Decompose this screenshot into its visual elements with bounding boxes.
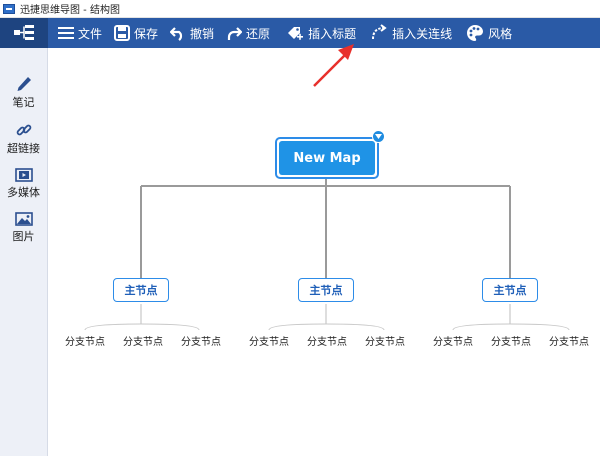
app-icon	[3, 3, 15, 14]
structure-menu-button[interactable]	[0, 18, 48, 48]
sidebar-item-label: 笔记	[12, 96, 35, 109]
save-icon	[114, 25, 131, 41]
main-topic-node[interactable]: 主节点	[113, 278, 169, 302]
insert-topic-button[interactable]: 插入标题	[280, 18, 362, 48]
subtopic-node[interactable]: 分支节点	[365, 337, 405, 348]
style-label: 风格	[488, 26, 513, 41]
sidebar-item-label: 多媒体	[7, 186, 40, 199]
left-sidebar: 笔记 超链接 多媒体 图片	[0, 48, 48, 456]
redo-icon	[227, 27, 243, 40]
redo-label: 还原	[246, 26, 271, 41]
sidebar-item-media[interactable]: 多媒体	[0, 168, 47, 200]
image-icon	[14, 212, 33, 226]
subtopic-node[interactable]: 分支节点	[123, 337, 163, 348]
link-icon	[16, 124, 31, 136]
root-topic-node[interactable]: New Map	[275, 137, 379, 179]
file-label: 文件	[78, 26, 103, 41]
insert-relation-label: 插入关连线	[392, 26, 453, 41]
sidebar-item-label: 超链接	[7, 142, 40, 155]
subtopic-node[interactable]: 分支节点	[181, 337, 221, 348]
sidebar-item-image[interactable]: 图片	[0, 212, 47, 244]
sidebar-item-notes[interactable]: 笔记	[0, 76, 47, 110]
file-menu-button[interactable]: 文件	[52, 18, 108, 48]
window-title: 迅捷思维导图 - 结构图	[20, 5, 120, 16]
tag-plus-icon	[288, 27, 304, 40]
mindmap-canvas[interactable]: New Map 主节点 主节点 主节点 分支节点 分支节点 分支节点 分支节点 …	[49, 48, 600, 456]
toolbar: 文件 保存 撤销 还原 插入标题	[0, 18, 600, 48]
undo-button[interactable]: 撤销	[164, 18, 220, 48]
subtopic-node[interactable]: 分支节点	[307, 337, 347, 348]
title-bar: 迅捷思维导图 - 结构图	[0, 0, 600, 18]
main-topic-node[interactable]: 主节点	[482, 278, 538, 302]
mindmap-structure-icon	[14, 25, 34, 40]
main-topic-node[interactable]: 主节点	[298, 278, 354, 302]
collapse-toggle-icon[interactable]	[372, 130, 385, 143]
redo-button[interactable]: 还原	[220, 18, 276, 48]
subtopic-node[interactable]: 分支节点	[491, 337, 531, 348]
sidebar-item-hyperlink[interactable]: 超链接	[0, 122, 47, 156]
save-button[interactable]: 保存	[108, 18, 164, 48]
save-label: 保存	[134, 26, 159, 41]
palette-icon	[467, 25, 484, 41]
root-topic-label: New Map	[279, 141, 375, 175]
relationship-line-icon	[372, 24, 387, 40]
sidebar-item-label: 图片	[12, 230, 35, 243]
connector-lines	[84, 179, 570, 331]
undo-label: 撤销	[190, 26, 215, 41]
chevron-down-icon	[375, 134, 382, 139]
subtopic-node[interactable]: 分支节点	[549, 337, 589, 348]
insert-relation-button[interactable]: 插入关连线	[364, 18, 458, 48]
pen-icon	[17, 77, 31, 91]
undo-icon	[170, 27, 183, 41]
subtopic-node[interactable]: 分支节点	[65, 337, 105, 348]
style-button[interactable]: 风格	[460, 18, 518, 48]
film-icon	[14, 168, 33, 182]
subtopic-node[interactable]: 分支节点	[249, 337, 289, 348]
hamburger-icon	[58, 27, 74, 39]
subtopic-node[interactable]: 分支节点	[433, 337, 473, 348]
insert-topic-label: 插入标题	[308, 26, 357, 41]
